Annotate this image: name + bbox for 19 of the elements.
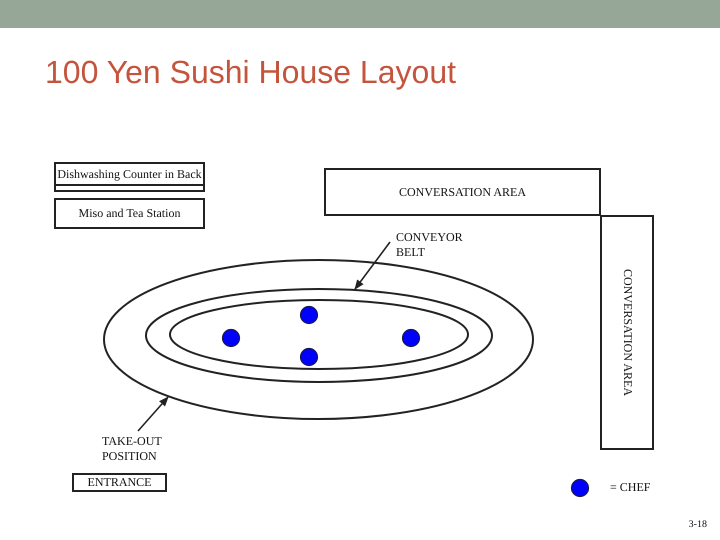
conveyor-belt-ellipse bbox=[145, 288, 493, 383]
page-number: 3-18 bbox=[688, 518, 707, 532]
counter-ellipse bbox=[103, 259, 534, 420]
area-box bbox=[54, 198, 205, 229]
counter-box bbox=[54, 162, 205, 192]
area-label: CONVERSATION AREA bbox=[620, 269, 634, 396]
area-label: Dishwashing Counter in Back bbox=[57, 167, 202, 182]
area-box bbox=[600, 215, 654, 450]
legend-label: = CHEF bbox=[610, 480, 650, 495]
area-box bbox=[72, 473, 167, 492]
area-label: Miso and Tea Station bbox=[78, 206, 180, 221]
callout-label: CONVEYOR BELT bbox=[396, 230, 464, 260]
arrow bbox=[354, 242, 391, 290]
area-label: CONVERSATION AREA bbox=[398, 184, 526, 200]
arrow bbox=[137, 396, 169, 432]
title: 100 Yen Sushi House Layout bbox=[45, 54, 456, 91]
area-box bbox=[324, 168, 601, 216]
area-label: ENTRANCE bbox=[88, 475, 152, 490]
callout-label: TAKE-OUT POSITION bbox=[102, 434, 162, 464]
